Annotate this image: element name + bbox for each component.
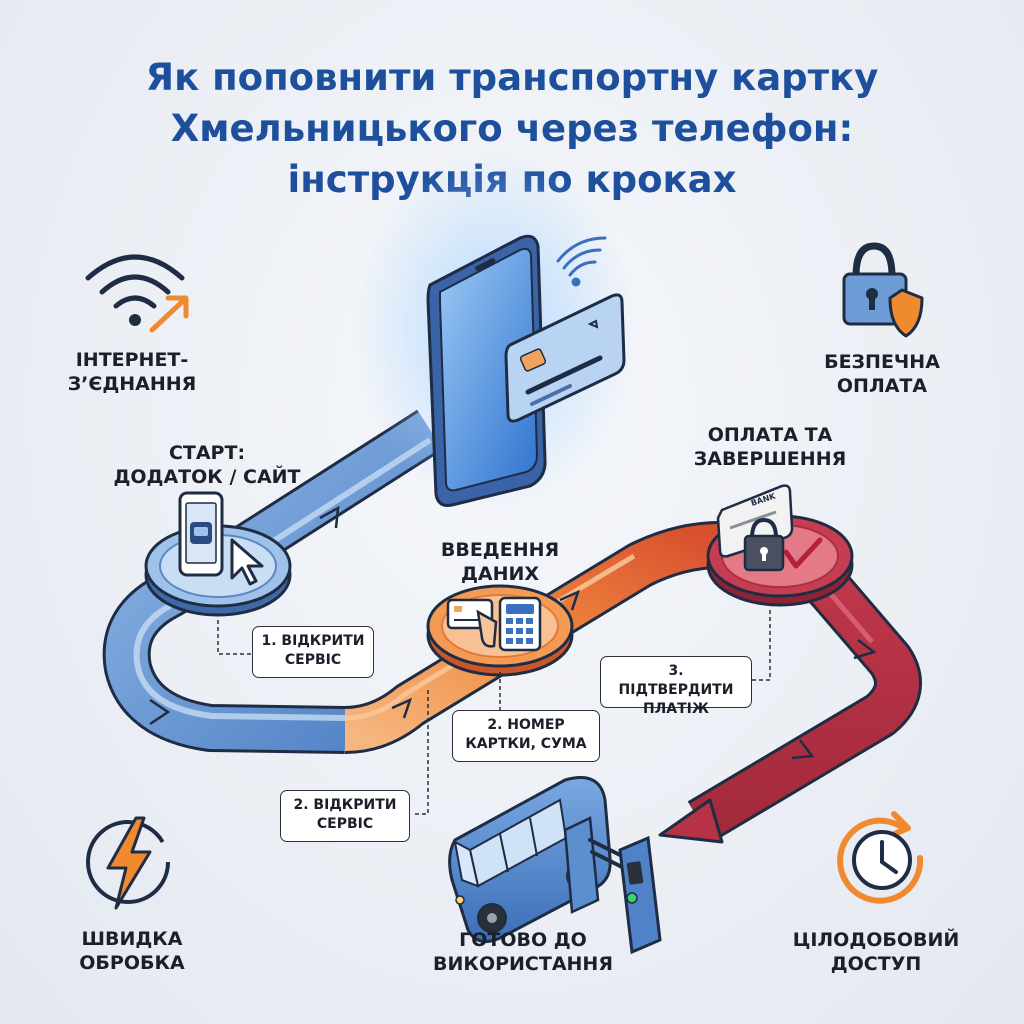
feature-secure-label: БЕЗПЕЧНА ОПЛАТА	[824, 351, 940, 397]
clock-icon	[837, 811, 924, 904]
step-2-open-service-callout: 2. ВІДКРИТИ СЕРВІС	[280, 790, 410, 842]
lock-icon	[743, 517, 785, 572]
chevron-icon	[559, 589, 581, 611]
payment-card-icon	[504, 293, 626, 423]
phone-with-card-illustration	[355, 150, 635, 510]
padlock-shield-icon	[842, 242, 924, 338]
card-hand-icon	[446, 598, 498, 648]
turnstile-icon	[563, 816, 662, 955]
chevron-icon	[391, 697, 413, 719]
callout-leaders	[217, 610, 771, 815]
chevron-icon	[149, 698, 171, 726]
step-3-callout: 3. ПІДТВЕРДИТИ ПЛАТІЖ	[600, 656, 752, 717]
feature-internet-label: ІНТЕРНЕТ- З’ЄДНАННЯ	[67, 349, 197, 395]
chevron-icon	[791, 739, 815, 760]
input-node	[426, 584, 574, 677]
nfc-waves-icon	[556, 236, 607, 287]
feature-allday-label: ЦІЛОДОБОВИЙ ДОСТУП	[792, 929, 960, 975]
smartphone-cursor-icon	[178, 491, 264, 586]
chevron-icon	[853, 639, 877, 660]
step-2-card-sum-callout: 2. НОМЕР КАРТКИ, СУМА	[452, 710, 600, 762]
payment-node: BANK	[706, 484, 854, 607]
wifi-icon	[85, 254, 189, 333]
stage-payment-label: ОПЛАТА ТА ЗАВЕРШЕННЯ	[693, 424, 847, 470]
title-line-2: Хмельницького через телефон:	[170, 107, 854, 150]
stage-start-label: СТАРТ: ДОДАТОК / САЙТ	[113, 442, 301, 488]
stage-ready-label: ГОТОВО ДО ВИКОРИСТАННЯ	[433, 929, 613, 975]
stage-input-label: ВВЕДЕННЯ ДАНИХ	[440, 539, 560, 585]
arrowhead-icon	[658, 798, 724, 844]
path-segment-orange	[344, 521, 721, 754]
page-title: Як поповнити транспортну картку Хмельниц…	[0, 52, 1024, 205]
feature-fast-label: ШВИДКА ОБРОБКА	[79, 928, 185, 974]
start-node	[144, 491, 292, 617]
chevron-icon	[319, 505, 340, 529]
title-line-1: Як поповнити транспортну картку	[145, 56, 879, 99]
step-1-callout: 1. ВІДКРИТИ СЕРВІС	[252, 626, 374, 678]
checkmark-icon	[783, 537, 823, 569]
calculator-icon	[498, 596, 542, 652]
lightning-icon	[86, 816, 170, 910]
